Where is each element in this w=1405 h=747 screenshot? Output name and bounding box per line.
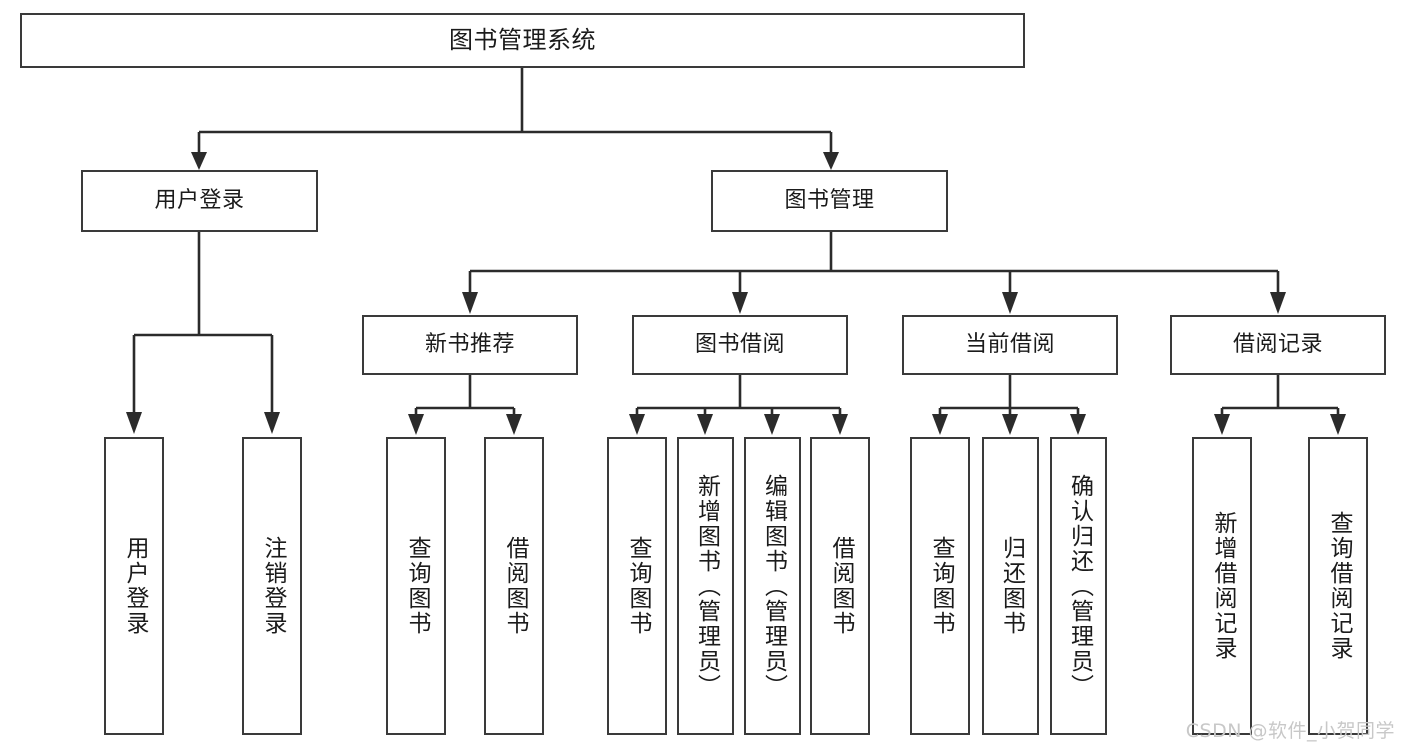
arrow-ul-0 [126, 412, 142, 434]
leaf-newbook-query[interactable]: 查询图书 [386, 437, 446, 735]
arrow-l2-0 [462, 292, 478, 314]
leaf-current-return[interactable]: 归还图书 [982, 437, 1039, 735]
node-book-management-label: 图书管理 [784, 188, 875, 214]
leaf-borrow-edit-admin-label: 编辑图书（管理员） [760, 473, 787, 699]
arrow-cu-0 [932, 414, 948, 435]
leaf-current-query[interactable]: 查询图书 [910, 437, 970, 735]
leaf-newbook-borrow[interactable]: 借阅图书 [484, 437, 544, 735]
leaf-records-query[interactable]: 查询借阅记录 [1308, 437, 1368, 735]
arrow-cu-1 [1002, 414, 1018, 435]
leaf-borrow-borrow-label: 借阅图书 [827, 536, 854, 636]
node-new-book-recommend[interactable]: 新书推荐 [362, 315, 578, 375]
node-borrow-records-label: 借阅记录 [1232, 332, 1323, 358]
arrow-cu-2 [1070, 414, 1086, 435]
leaf-borrow-add-admin[interactable]: 新增图书（管理员） [677, 437, 734, 735]
leaf-current-return-label: 归还图书 [998, 536, 1025, 636]
node-root-label: 图书管理系统 [449, 26, 596, 55]
node-book-borrow-label: 图书借阅 [694, 332, 785, 358]
leaf-user-login-signout-label: 注销登录 [259, 536, 286, 636]
leaf-borrow-query-label: 查询图书 [624, 536, 651, 636]
arrow-bo-3 [832, 414, 848, 435]
csdn-watermark: CSDN @软件_小贺同学 [1185, 720, 1395, 742]
node-current-borrow-label: 当前借阅 [964, 332, 1055, 358]
leaf-user-login-signin[interactable]: 用户登录 [104, 437, 164, 735]
arrow-nb-1 [506, 414, 522, 435]
leaf-borrow-add-admin-label: 新增图书（管理员） [693, 473, 720, 699]
leaf-borrow-borrow[interactable]: 借阅图书 [810, 437, 870, 735]
arrow-nb-0 [408, 414, 424, 435]
leaf-records-add[interactable]: 新增借阅记录 [1192, 437, 1252, 735]
leaf-user-login-signout[interactable]: 注销登录 [242, 437, 302, 735]
node-book-borrow[interactable]: 图书借阅 [632, 315, 848, 375]
arrow-bo-0 [629, 414, 645, 435]
arrow-l2-2 [1002, 292, 1018, 314]
node-root[interactable]: 图书管理系统 [20, 13, 1025, 68]
arrow-re-1 [1330, 414, 1346, 435]
node-user-login[interactable]: 用户登录 [81, 170, 318, 232]
node-user-login-label: 用户登录 [154, 188, 245, 214]
leaf-records-add-label: 新增借阅记录 [1209, 511, 1236, 661]
leaf-newbook-borrow-label: 借阅图书 [501, 536, 528, 636]
leaf-user-login-signin-label: 用户登录 [121, 536, 148, 636]
leaf-newbook-query-label: 查询图书 [403, 536, 430, 636]
leaf-current-confirm-return-admin[interactable]: 确认归还（管理员） [1050, 437, 1107, 735]
arrow-bo-1 [697, 414, 713, 435]
leaf-current-confirm-return-admin-label: 确认归还（管理员） [1066, 473, 1093, 699]
leaf-current-query-label: 查询图书 [927, 536, 954, 636]
arrow-bo-2 [764, 414, 780, 435]
arrow-book-manage [823, 152, 839, 170]
arrow-user-login [191, 152, 207, 170]
node-current-borrow[interactable]: 当前借阅 [902, 315, 1118, 375]
arrow-re-0 [1214, 414, 1230, 435]
node-new-book-recommend-label: 新书推荐 [424, 332, 515, 358]
leaf-records-query-label: 查询借阅记录 [1325, 511, 1352, 661]
arrow-l2-1 [732, 292, 748, 314]
leaf-borrow-edit-admin[interactable]: 编辑图书（管理员） [744, 437, 801, 735]
leaf-borrow-query[interactable]: 查询图书 [607, 437, 667, 735]
node-borrow-records[interactable]: 借阅记录 [1170, 315, 1386, 375]
arrow-ul-1 [264, 412, 280, 434]
node-book-management[interactable]: 图书管理 [711, 170, 948, 232]
arrow-l2-3 [1270, 292, 1286, 314]
